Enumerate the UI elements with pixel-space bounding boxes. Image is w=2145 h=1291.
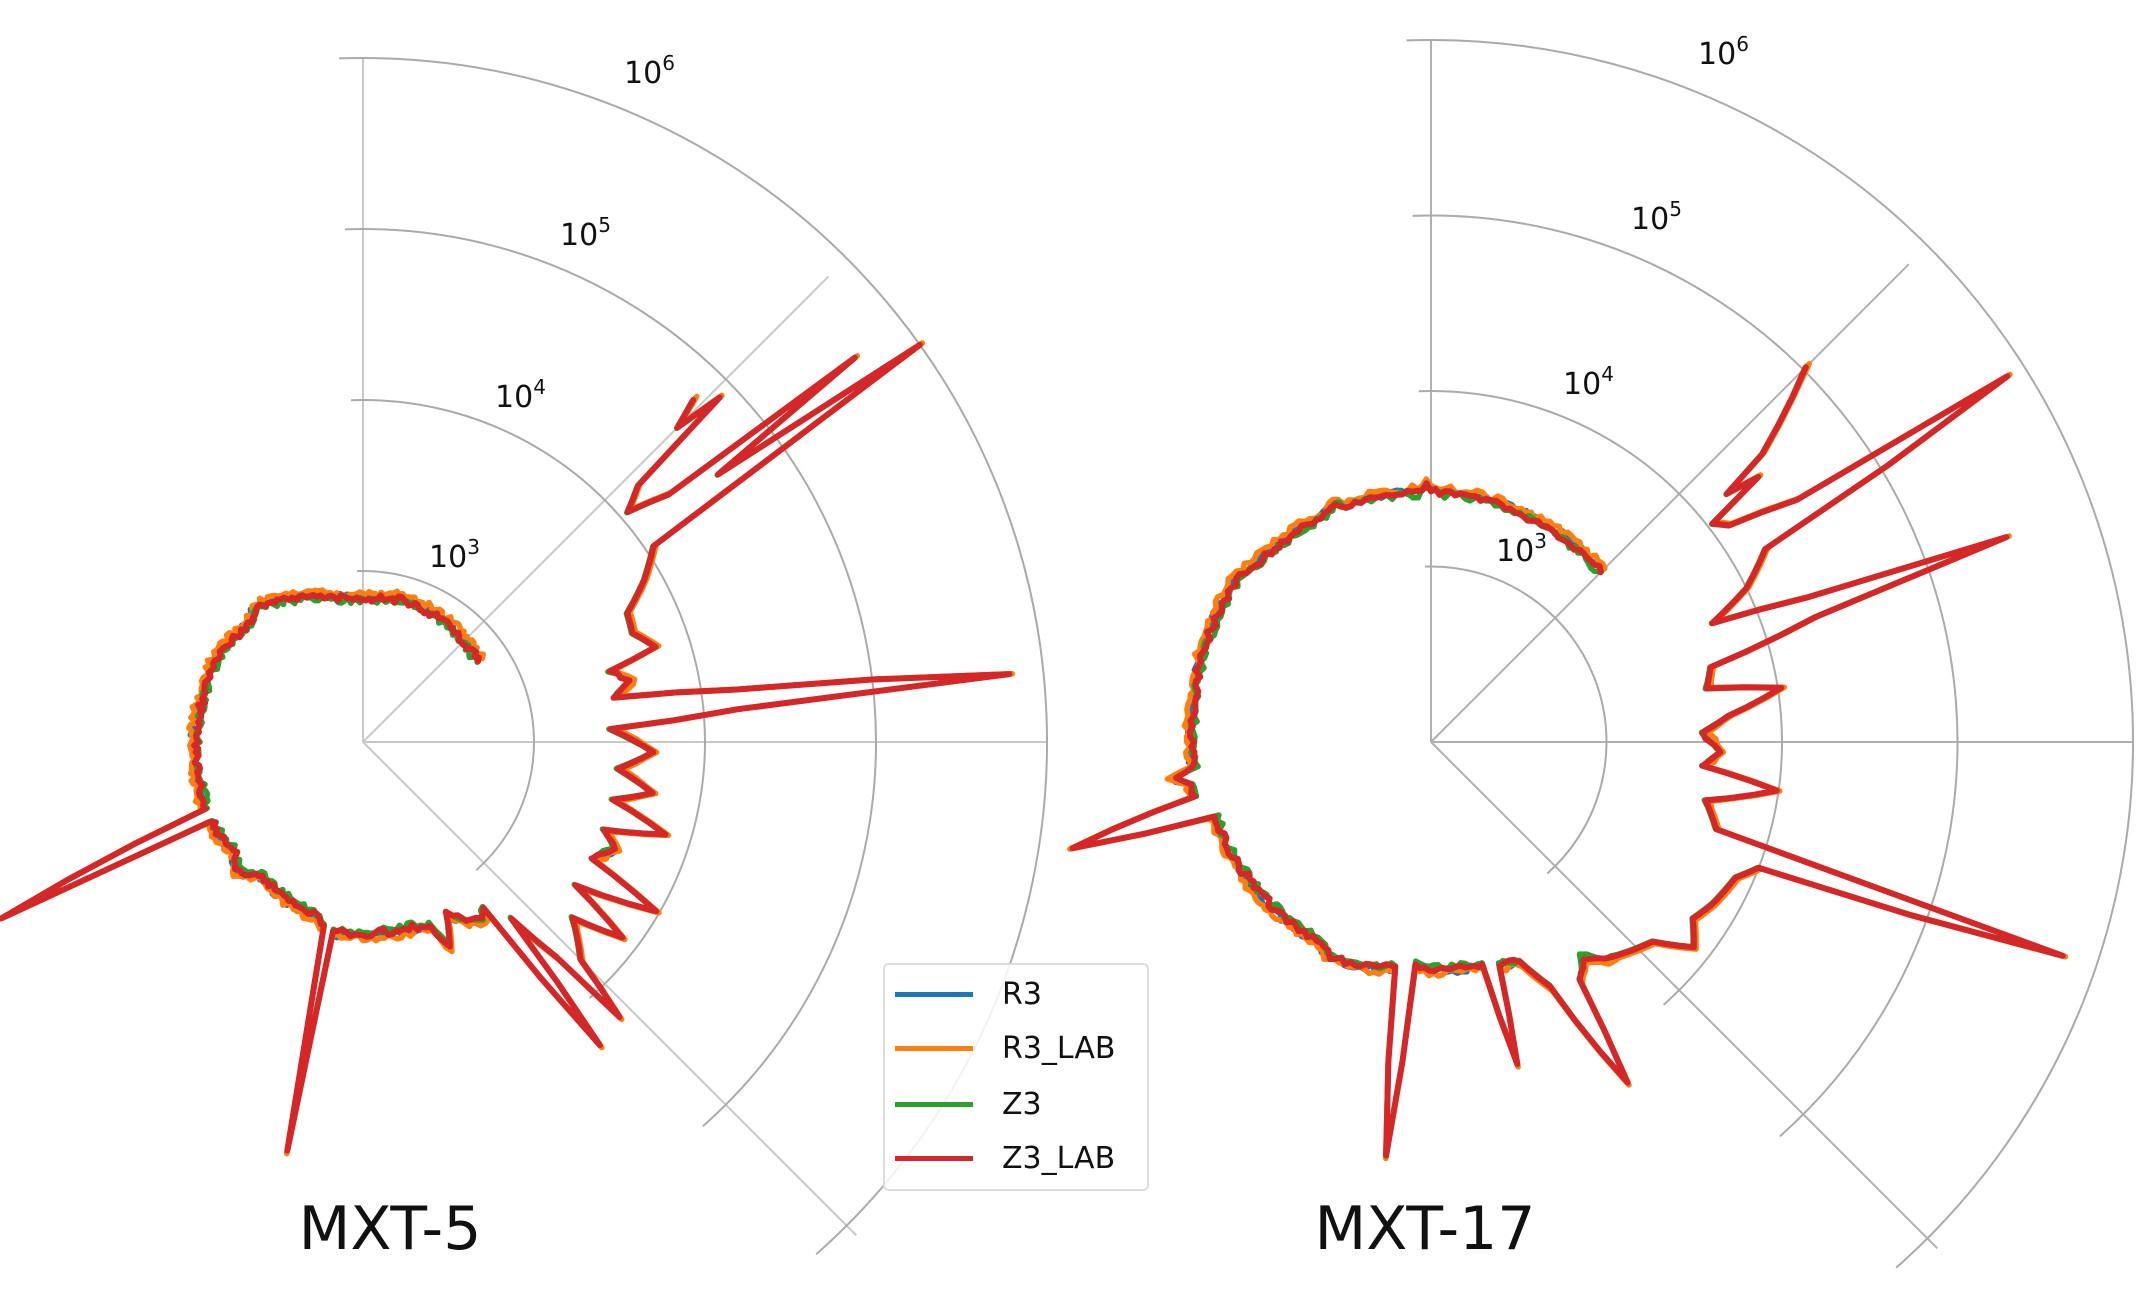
angular-gridline	[1430, 263, 1910, 743]
legend-label: Z3_LAB	[1002, 1140, 1116, 1176]
radial-gridline	[1406, 39, 2135, 1269]
series-line-r3-lab	[1067, 361, 2069, 1162]
panel-title-mxt-17: MXT-17	[1314, 1194, 1536, 1264]
legend-swatch-r3	[895, 991, 973, 997]
radial-gridline	[1424, 565, 1608, 875]
legend-label: Z3	[1002, 1086, 1042, 1122]
rtick-label-1e4: 104	[495, 375, 546, 415]
polar-panel-mxt-5	[0, 57, 1048, 1256]
series-line-z3	[0, 342, 1011, 1153]
legend-swatch-z3-lab	[895, 1155, 973, 1161]
series-line-r3-lab	[0, 340, 1016, 1157]
series-line-r3	[0, 341, 1014, 1155]
legend-item-z3: Z3	[895, 1084, 1042, 1124]
series-line-z3-lab	[0, 341, 1013, 1154]
rtick-label-1e5: 105	[560, 213, 611, 253]
series-line-r3	[1068, 362, 2067, 1160]
rtick-label-1e3: 103	[1496, 529, 1547, 569]
rtick-label-1e4: 104	[1563, 362, 1614, 402]
rtick-label-1e6: 106	[624, 51, 675, 91]
legend-item-r3: R3	[895, 974, 1042, 1014]
legend-swatch-z3	[895, 1101, 973, 1107]
legend-item-r3-lab: R3_LAB	[895, 1028, 1115, 1068]
angular-gridline	[362, 741, 858, 1237]
rtick-label-1e3: 103	[429, 535, 480, 575]
legend-label: R3	[1002, 976, 1042, 1012]
radial-gridline	[356, 570, 535, 871]
legend: R3 R3_LAB Z3 Z3_LAB	[883, 963, 1149, 1191]
rtick-label-1e5: 105	[1631, 197, 1682, 237]
legend-item-z3-lab: Z3_LAB	[895, 1138, 1115, 1178]
legend-swatch-r3-lab	[895, 1045, 973, 1051]
panel-title-mxt-5: MXT-5	[298, 1194, 482, 1264]
series-line-z3	[1070, 365, 2065, 1158]
angular-gridline	[1430, 741, 1939, 1250]
rtick-label-1e6: 106	[1698, 32, 1749, 72]
radial-gridline	[351, 399, 707, 999]
radial-gridline	[345, 228, 877, 1127]
radial-gridline	[1412, 214, 1959, 1138]
polar-panel-mxt-17	[1067, 39, 2135, 1269]
legend-label: R3_LAB	[1002, 1030, 1116, 1066]
angular-gridline	[362, 275, 830, 743]
series-line-z3-lab	[1069, 364, 2066, 1159]
